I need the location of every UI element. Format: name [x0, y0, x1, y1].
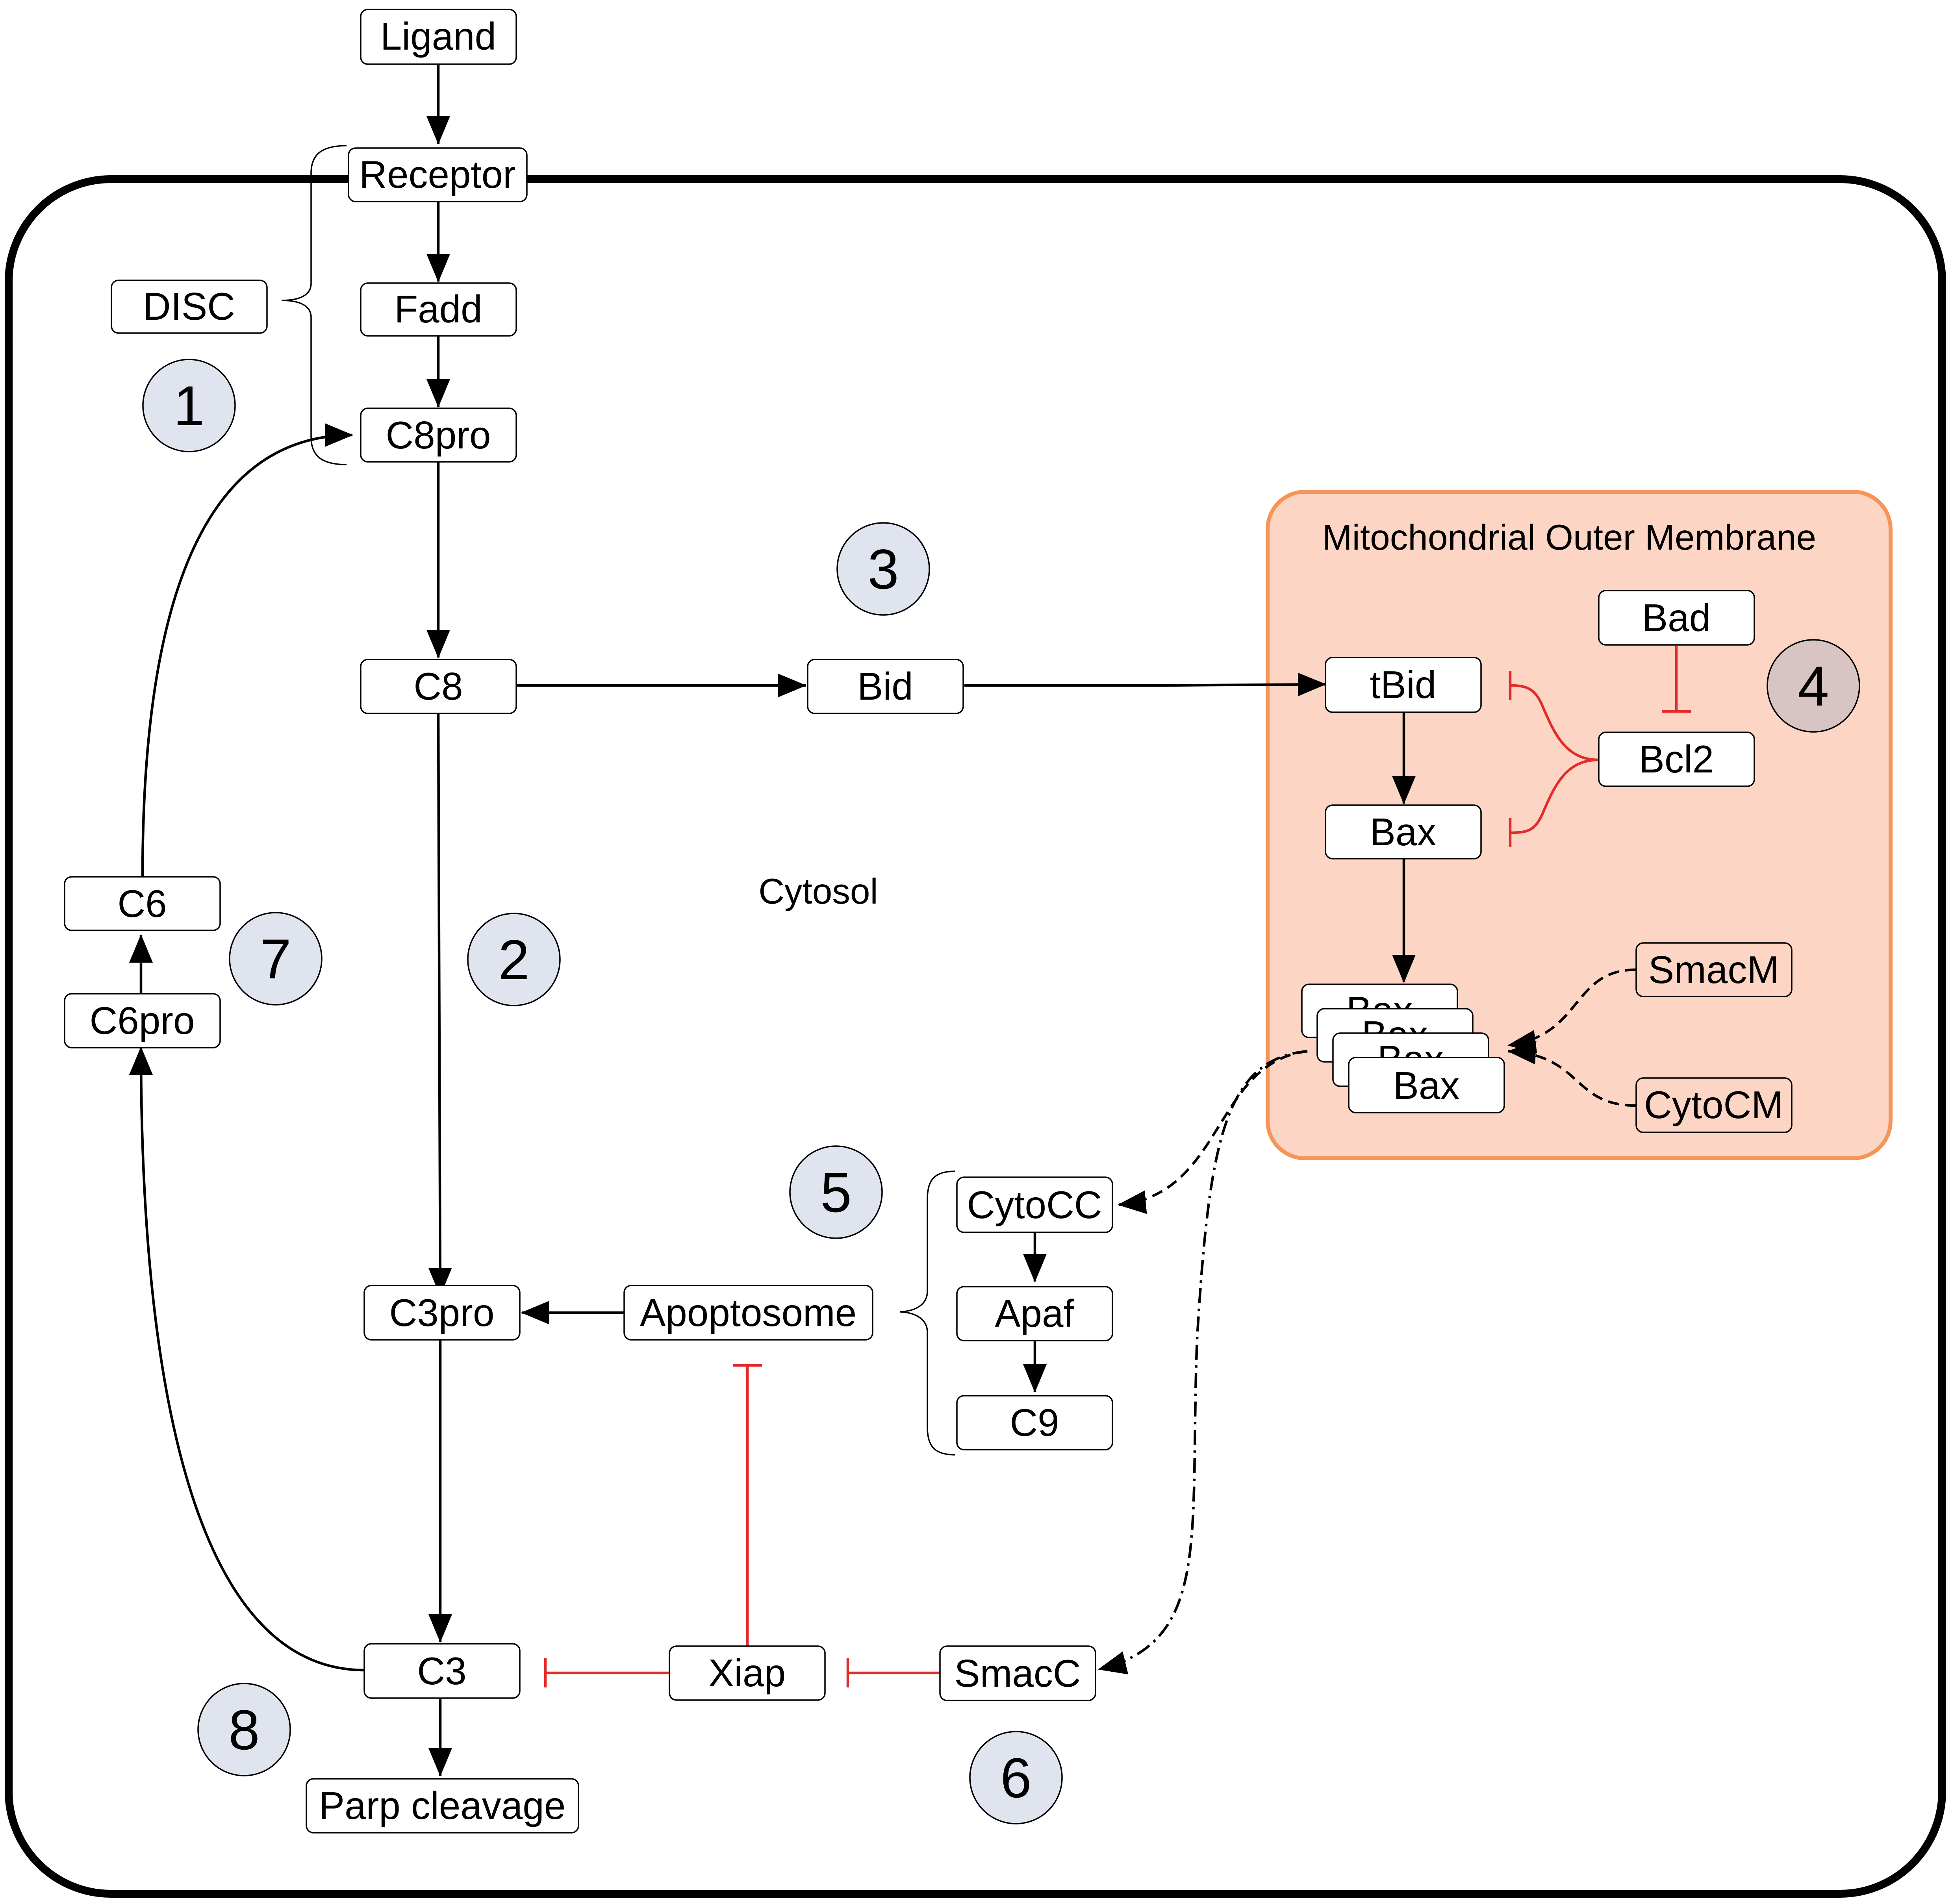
edge-baxstack-cytocc	[1118, 1050, 1308, 1214]
badge-1: 1	[142, 359, 236, 452]
svg-text:C6pro: C6pro	[90, 999, 195, 1042]
node-smacc: SmacC	[939, 1645, 1096, 1701]
svg-text:SmacM: SmacM	[1648, 948, 1779, 991]
svg-text:1: 1	[173, 375, 205, 437]
node-c8: C8	[360, 659, 517, 714]
node-c3: C3	[363, 1643, 521, 1699]
svg-text:2: 2	[498, 929, 530, 991]
svg-text:3: 3	[868, 538, 899, 601]
node-cytocc: CytoCC	[956, 1176, 1113, 1233]
svg-text:C9: C9	[1010, 1401, 1059, 1444]
svg-text:Apaf: Apaf	[995, 1292, 1074, 1335]
svg-text:SmacC: SmacC	[954, 1652, 1081, 1695]
svg-text:4: 4	[1798, 655, 1829, 718]
disc-brace	[281, 145, 347, 465]
svg-text:Bax: Bax	[1393, 1064, 1460, 1107]
svg-text:Apoptosome: Apoptosome	[640, 1291, 856, 1334]
node-smacm: SmacM	[1635, 942, 1793, 997]
mitochondrial-membrane-label: Mitochondrial Outer Membrane	[1322, 518, 1816, 557]
node-disc: DISC	[111, 280, 268, 334]
translocation-edges	[1098, 968, 1637, 1674]
badge-3: 3	[836, 522, 930, 616]
node-c6: C6	[64, 876, 221, 931]
inhibition-edges	[544, 646, 1691, 1687]
svg-text:DISC: DISC	[143, 285, 235, 328]
edge-cytocm-baxstack	[1507, 1041, 1637, 1107]
node-c9: C9	[956, 1395, 1113, 1450]
svg-text:Receptor: Receptor	[359, 153, 516, 196]
svg-text:Parp cleavage: Parp cleavage	[319, 1784, 566, 1827]
node-bax: Bax	[1325, 804, 1482, 859]
badge-8: 8	[197, 1683, 291, 1776]
svg-text:C8: C8	[413, 665, 463, 708]
svg-text:C6: C6	[117, 882, 167, 925]
node-apoptosome: Apoptosome	[623, 1285, 873, 1341]
svg-text:Bcl2: Bcl2	[1639, 737, 1714, 781]
svg-text:5: 5	[820, 1161, 852, 1224]
apoptosome-brace	[899, 1171, 955, 1456]
edge-c3-c6pro	[129, 1046, 365, 1672]
activation-edges	[129, 64, 1416, 1776]
svg-text:Bax: Bax	[1370, 810, 1437, 854]
node-cytocm: CytoCM	[1635, 1077, 1793, 1133]
node-fadd: Fadd	[360, 282, 517, 337]
node-xiap: Xiap	[669, 1645, 826, 1701]
node-ligand: Ligand	[360, 9, 517, 65]
edge-smacm-baxstack	[1507, 968, 1637, 1054]
svg-text:8: 8	[228, 1699, 260, 1761]
node-c6pro: C6pro	[64, 993, 221, 1048]
node-apaf: Apaf	[956, 1286, 1113, 1341]
svg-text:CytoCM: CytoCM	[1644, 1083, 1783, 1126]
node-c8pro: C8pro	[360, 407, 517, 463]
svg-text:C8pro: C8pro	[386, 413, 491, 457]
svg-text:tBid: tBid	[1370, 663, 1437, 706]
svg-text:Ligand: Ligand	[380, 15, 496, 58]
node-bcl2: Bcl2	[1598, 732, 1755, 787]
svg-text:7: 7	[260, 928, 291, 991]
svg-text:Bad: Bad	[1642, 596, 1711, 639]
node-tbid: tBid	[1325, 657, 1482, 713]
node-bax-stack: Bax Bax Bax Bax	[1301, 983, 1505, 1113]
cell-boundary	[5, 175, 1946, 1898]
svg-text:C3: C3	[417, 1649, 466, 1693]
svg-text:Fadd: Fadd	[394, 287, 482, 331]
node-bid: Bid	[807, 659, 964, 714]
bax-stack-layer: Bax	[1348, 1057, 1505, 1113]
edge-bcl2-tbid	[1510, 684, 1599, 761]
svg-text:CytoCC: CytoCC	[967, 1183, 1102, 1226]
node-parp-cleavage: Parp cleavage	[306, 1778, 579, 1834]
edge-c6-c8pro	[141, 423, 353, 877]
badge-2: 2	[467, 913, 561, 1006]
cytosol-label: Cytosol	[758, 872, 878, 911]
badge-7: 7	[229, 912, 323, 1006]
badge-4: 4	[1767, 639, 1860, 733]
edge-c8-c3pro	[428, 713, 452, 1296]
edge-bid-tbid	[964, 672, 1326, 696]
svg-text:Bid: Bid	[857, 665, 913, 708]
node-c3pro: C3pro	[363, 1285, 521, 1341]
svg-text:6: 6	[1000, 1747, 1032, 1810]
badge-5: 5	[789, 1145, 883, 1239]
badge-6: 6	[969, 1731, 1063, 1824]
edge-baxstack-smacc	[1098, 1050, 1308, 1674]
svg-text:Xiap: Xiap	[708, 1651, 786, 1695]
node-receptor: Receptor	[348, 147, 528, 202]
edge-bcl2-bax	[1510, 758, 1599, 834]
node-bad: Bad	[1598, 590, 1755, 646]
svg-text:C3pro: C3pro	[389, 1291, 495, 1334]
